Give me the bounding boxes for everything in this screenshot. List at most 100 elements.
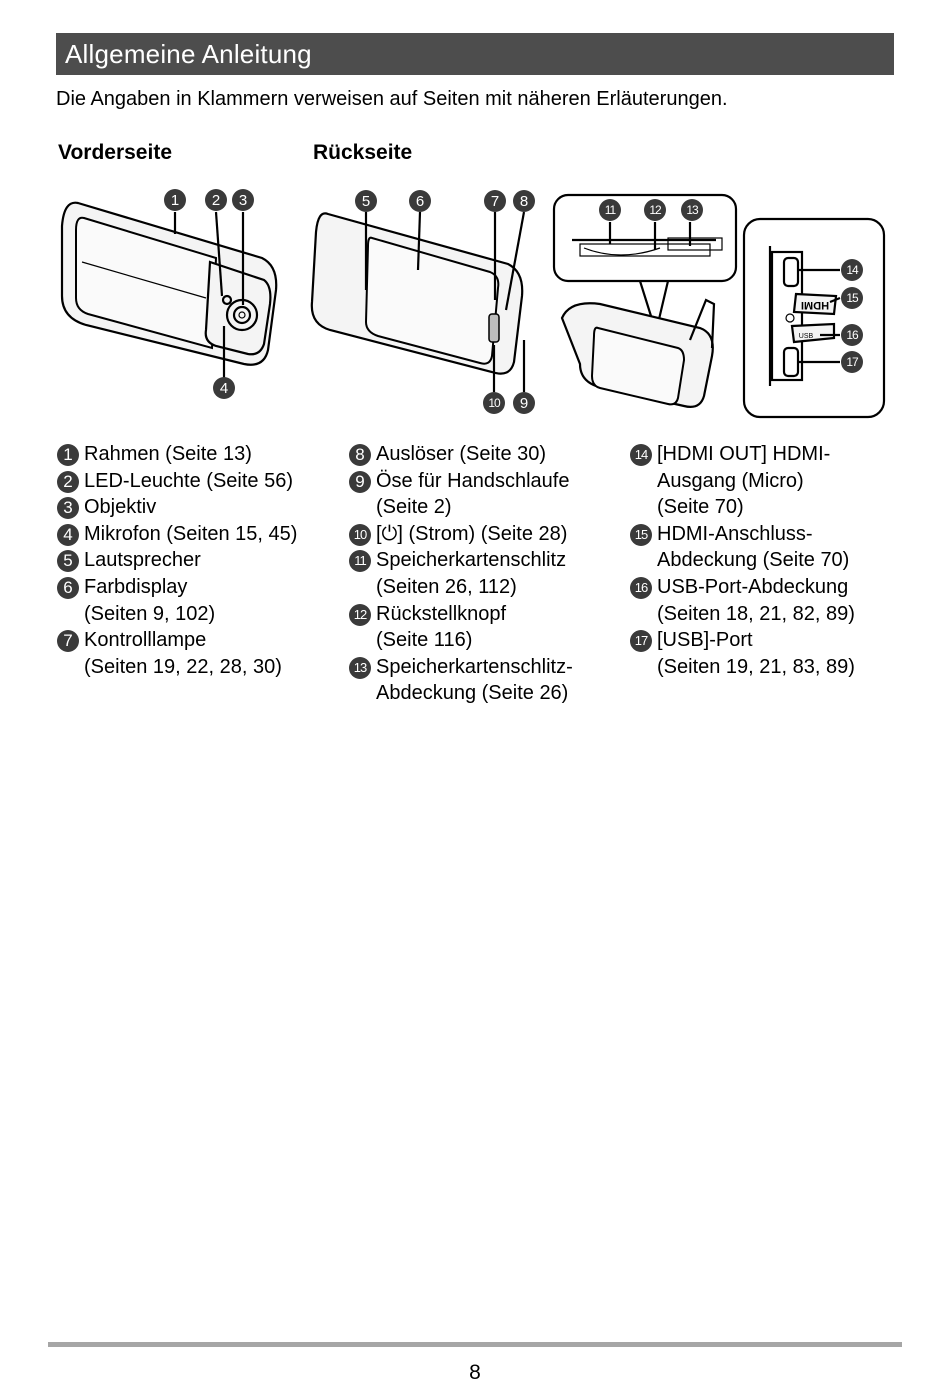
item-text: USB-Port-Abdeckung (Seiten 18, 21, 82, 8…	[657, 575, 855, 625]
svg-text:6: 6	[416, 193, 424, 210]
item-text: Speicherkartenschlitz (Seiten 26, 112)	[376, 549, 567, 598]
item-text: [⏻] (Strom) (Seite 28)	[376, 522, 568, 545]
list-item: 10[⏻] (Strom) (Seite 28)	[348, 521, 628, 548]
marker-1: 1	[164, 189, 186, 211]
usb-label: USB	[799, 333, 814, 340]
item-text: [HDMI OUT] HDMI- Ausgang (Micro) (Seite …	[657, 443, 831, 519]
item-text: Öse für Handschlaufe (Seite 2)	[376, 469, 570, 519]
marker-17: 17	[841, 351, 863, 373]
item-text: Mikrofon (Seiten 15, 45)	[84, 522, 298, 545]
page-number: 8	[469, 1361, 481, 1384]
camera-back-illustration	[310, 211, 526, 392]
marker-4: 4	[213, 377, 235, 399]
item-number: 3	[57, 497, 79, 520]
item-text: LED-Leuchte (Seite 56)	[84, 469, 294, 492]
marker-12: 12	[644, 199, 666, 221]
item-text: Farbdisplay (Seiten 9, 102)	[84, 575, 216, 625]
marker-8: 8	[513, 190, 535, 212]
item-text: Rahmen (Seite 13)	[84, 443, 252, 465]
item-number: 16	[630, 576, 652, 599]
marker-11: 11	[599, 199, 621, 221]
svg-text:2: 2	[212, 192, 220, 209]
marker-9: 9	[513, 392, 535, 414]
list-item: 17[USB]-Port (Seiten 19, 21, 83, 89)	[629, 627, 929, 680]
ports-callout: HDMI USB	[742, 217, 886, 419]
svg-text:4: 4	[220, 380, 228, 397]
marker-15: 15	[841, 287, 863, 309]
item-text: Objektiv	[84, 496, 157, 519]
svg-text:13: 13	[686, 203, 699, 217]
marker-16: 16	[841, 324, 863, 346]
item-number: 17	[630, 630, 652, 653]
item-number: 15	[630, 523, 652, 546]
front-label: Vorderseite	[58, 141, 172, 164]
item-number: 7	[57, 630, 79, 653]
item-text: [USB]-Port (Seiten 19, 21, 83, 89)	[657, 629, 855, 678]
svg-text:10: 10	[488, 396, 501, 410]
svg-text:9: 9	[520, 395, 528, 412]
item-text: Lautsprecher	[84, 549, 201, 572]
marker-13: 13	[681, 199, 703, 221]
marker-2: 2	[205, 189, 227, 211]
item-text: Speicherkartenschlitz- Abdeckung (Seite …	[376, 655, 573, 705]
item-number: 12	[349, 603, 371, 626]
item-number: 11	[349, 550, 371, 573]
svg-text:12: 12	[649, 203, 662, 217]
back-label: Rückseite	[313, 141, 413, 164]
item-number: 2	[57, 470, 79, 493]
svg-text:7: 7	[491, 193, 499, 210]
item-number: 1	[57, 444, 79, 466]
footer-divider	[48, 1342, 902, 1347]
marker-3: 3	[232, 189, 254, 211]
svg-text:15: 15	[846, 291, 859, 305]
camera-front-illustration	[60, 201, 278, 378]
marker-7: 7	[484, 190, 506, 212]
marker-10: 10	[483, 392, 505, 414]
item-number: 8	[349, 444, 371, 466]
svg-text:17: 17	[846, 355, 859, 369]
item-number: 6	[57, 576, 79, 599]
card-slot-callout	[552, 193, 738, 408]
list-item: 14[HDMI OUT] HDMI- Ausgang (Micro) (Seit…	[629, 441, 929, 521]
svg-text:11: 11	[605, 203, 617, 217]
item-text: HDMI-Anschluss- Abdeckung (Seite 70)	[657, 522, 850, 572]
item-number: 5	[57, 550, 79, 573]
parts-list-column-3: 14[HDMI OUT] HDMI- Ausgang (Micro) (Seit…	[629, 441, 929, 680]
marker-6: 6	[409, 190, 431, 212]
item-text: Auslöser (Seite 30)	[376, 443, 547, 465]
intro-text: Die Angaben in Klammern verweisen auf Se…	[56, 88, 728, 110]
svg-text:3: 3	[239, 192, 247, 209]
item-number: 13	[349, 656, 371, 679]
item-text: Rückstellknopf (Seite 116)	[376, 602, 507, 652]
item-number: 4	[57, 523, 79, 546]
item-number: 14	[630, 444, 652, 466]
marker-14: 14	[841, 259, 863, 281]
svg-text:1: 1	[171, 192, 179, 209]
svg-text:5: 5	[362, 193, 370, 210]
item-number: 10	[349, 523, 371, 546]
marker-5: 5	[355, 190, 377, 212]
item-text: Kontrolllampe (Seiten 19, 22, 28, 30)	[84, 629, 282, 678]
svg-text:8: 8	[520, 193, 528, 210]
hdmi-label: HDMI	[801, 299, 829, 311]
item-number: 9	[349, 470, 371, 493]
svg-text:14: 14	[846, 263, 859, 277]
svg-text:16: 16	[846, 328, 859, 342]
camera-diagram: HDMI USB 1 2 3 4 5 6 7 8 10 9 11 12 13 1…	[60, 189, 886, 419]
section-title: Allgemeine Anleitung	[56, 33, 894, 75]
